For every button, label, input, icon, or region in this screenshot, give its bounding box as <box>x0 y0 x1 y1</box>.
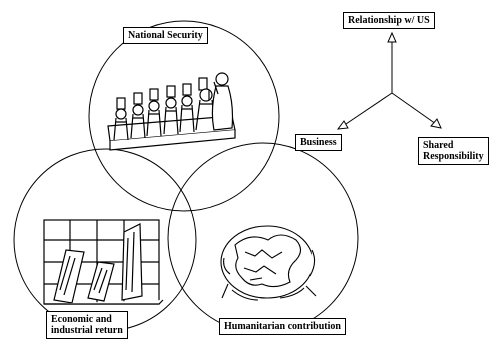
arrowhead-right <box>430 118 442 129</box>
arrowhead-left <box>336 120 349 130</box>
business-text: Business <box>300 137 337 148</box>
relationship-title-text: Relationship w/ US <box>348 15 430 26</box>
humanitarian-label: Humanitarian contribution <box>219 318 346 335</box>
shared-responsibility-text-line-1: Shared <box>423 140 454 151</box>
national-security-label: National Security <box>123 27 208 44</box>
economic-return-text-line-2: industrial return <box>51 325 123 336</box>
business-label: Business <box>295 134 342 151</box>
people-holding-signs-illustration <box>107 72 236 151</box>
shared-responsibility-label: Shared Responsibility <box>418 137 489 165</box>
arrow-line-right <box>391 92 437 125</box>
circle-national-security <box>88 20 280 212</box>
economic-return-label: Economic and industrial return <box>46 311 128 339</box>
humanitarian-text: Humanitarian contribution <box>224 321 341 332</box>
arrow-line-left <box>342 92 393 127</box>
globe-illustration <box>220 225 317 301</box>
economic-return-text-line-1: Economic and <box>51 314 112 325</box>
relationship-title-label: Relationship w/ US <box>343 12 435 29</box>
stock-chart-illustration <box>43 219 164 305</box>
arrowhead-up <box>387 31 397 43</box>
national-security-text: National Security <box>128 30 203 41</box>
shared-responsibility-text-line-2: Responsibility <box>423 151 484 162</box>
relationship-arrows <box>336 31 442 130</box>
